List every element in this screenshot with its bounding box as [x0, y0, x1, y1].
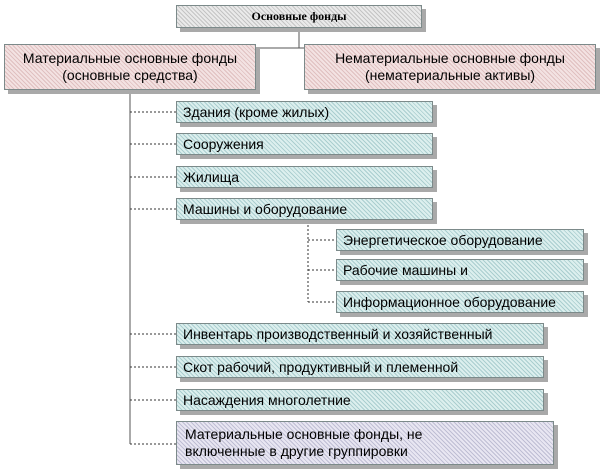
- item-livestock: Скот рабочий, продуктивный и племенной: [176, 356, 544, 378]
- immaterial-line1: Нематериальные основные фонды: [335, 50, 565, 67]
- item-label: Сооружения: [183, 136, 264, 152]
- item-label: Жилища: [183, 169, 240, 185]
- subitem-label: Энергетическое оборудование: [343, 232, 543, 248]
- material-assets-node: Материальные основные фонды (основные ср…: [4, 44, 256, 90]
- item-buildings: Здания (кроме жилых): [176, 101, 433, 123]
- last-item-line1: Материальные основные фонды, не: [185, 425, 423, 442]
- item-structures: Сооружения: [176, 133, 433, 155]
- subitem-label: Информационное оборудование: [343, 294, 556, 310]
- material-line1: Материальные основные фонды: [22, 50, 238, 67]
- item-inventory: Инвентарь производственный и хозяйственн…: [176, 323, 544, 345]
- root-node: Основные фонды: [176, 5, 422, 28]
- item-label: Насаждения многолетние: [183, 392, 351, 408]
- item-machinery: Машины и оборудование: [176, 198, 433, 220]
- subitem-information-equipment: Информационное оборудование: [336, 291, 584, 313]
- item-label: Скот рабочий, продуктивный и племенной: [183, 359, 459, 375]
- root-label: Основные фонды: [251, 9, 347, 23]
- subitem-energy-equipment: Энергетическое оборудование: [336, 229, 584, 251]
- item-label: Здания (кроме жилых): [183, 104, 330, 120]
- last-item-line2: включенные в другие группировки: [185, 443, 408, 459]
- subitem-label: Рабочие машины и: [343, 262, 468, 278]
- item-label: Машины и оборудование: [183, 201, 348, 217]
- subitem-work-machines: Рабочие машины и: [336, 259, 584, 281]
- material-line2: (основные средства): [62, 67, 198, 83]
- item-label: Инвентарь производственный и хозяйственн…: [183, 326, 493, 342]
- immaterial-line2: (нематериальные активы): [364, 67, 536, 83]
- item-other-material-assets: Материальные основные фонды, не включенн…: [176, 421, 554, 465]
- immaterial-assets-node: Нематериальные основные фонды (нематериа…: [304, 44, 596, 90]
- item-housing: Жилища: [176, 166, 433, 188]
- item-plantations: Насаждения многолетние: [176, 389, 544, 411]
